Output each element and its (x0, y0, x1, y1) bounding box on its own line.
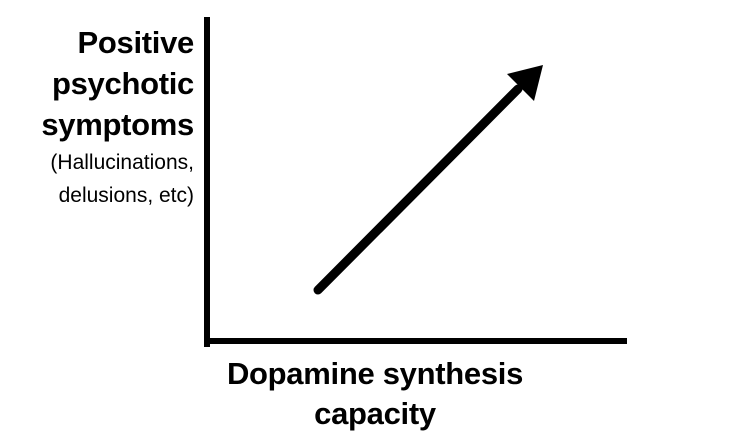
y-axis-label: Positive psychotic symptoms (Hallucinati… (41, 22, 194, 211)
y-axis-label-line: Positive (77, 25, 195, 60)
trend-arrow-shaft (313, 84, 523, 295)
x-axis-label-line: Dopamine synthesis (226, 356, 524, 391)
y-axis-label-line: psychotic (51, 66, 194, 101)
trend-arrow-head (507, 65, 543, 101)
x-axis-label: Dopamine synthesis capacity (215, 354, 535, 434)
x-axis-label-line: capacity (314, 396, 436, 431)
y-axis-sublabel-line: (Hallucinations, (50, 151, 194, 174)
y-axis-label-line: symptoms (41, 107, 194, 142)
y-axis-sublabel-line: delusions, etc) (58, 184, 194, 207)
